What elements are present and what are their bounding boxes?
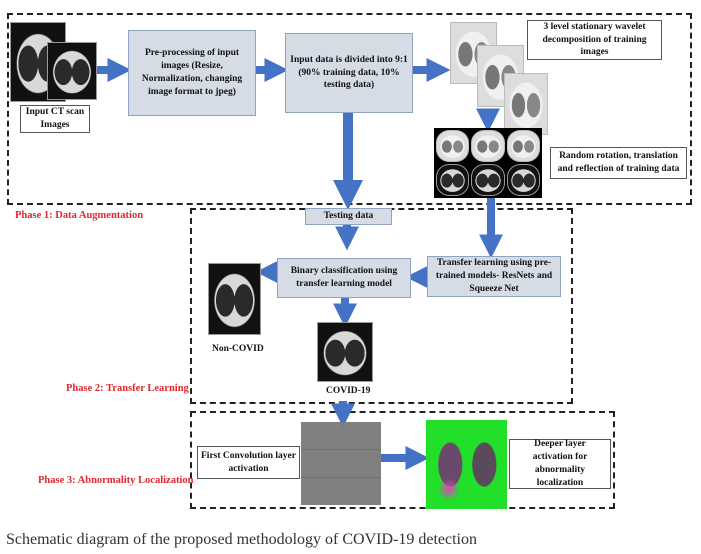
covid-image — [317, 322, 373, 382]
phase2-label: Phase 2: Transfer Learning — [66, 383, 189, 394]
data-split-box: Input data is divided into 9:1 (90% trai… — [285, 33, 413, 113]
augmentation-label: Random rotation, translation and reflect… — [550, 147, 687, 179]
wavelet-image — [504, 73, 548, 135]
wavelet-label: 3 level stationary wavelet decomposition… — [527, 20, 662, 60]
figure-caption: Schematic diagram of the proposed method… — [6, 531, 477, 549]
deeper-activation-image — [426, 420, 507, 509]
phase3-label: Phase 3: Abnormality Localization — [38, 475, 193, 486]
transfer-learning-box: Transfer learning using pre-trained mode… — [427, 256, 561, 297]
binary-classification-box: Binary classification using transfer lea… — [277, 258, 411, 298]
preprocessing-box: Pre-processing of input images (Resize, … — [128, 30, 256, 116]
ct-scan-image — [47, 42, 97, 100]
non-covid-label: Non-COVID — [212, 344, 264, 354]
first-conv-activation-image — [301, 422, 381, 505]
testing-data-box: Testing data — [305, 208, 392, 225]
input-ct-label: Input CT scan Images — [20, 105, 90, 133]
deeper-layer-label: Deeper layer activation for abnormality … — [509, 439, 611, 489]
phase1-label: Phase 1: Data Augmentation — [15, 210, 143, 221]
first-conv-label: First Convolution layer activation — [197, 446, 300, 479]
covid-label: COVID-19 — [326, 386, 370, 396]
non-covid-image — [208, 263, 261, 335]
augmented-images-grid — [434, 128, 542, 198]
